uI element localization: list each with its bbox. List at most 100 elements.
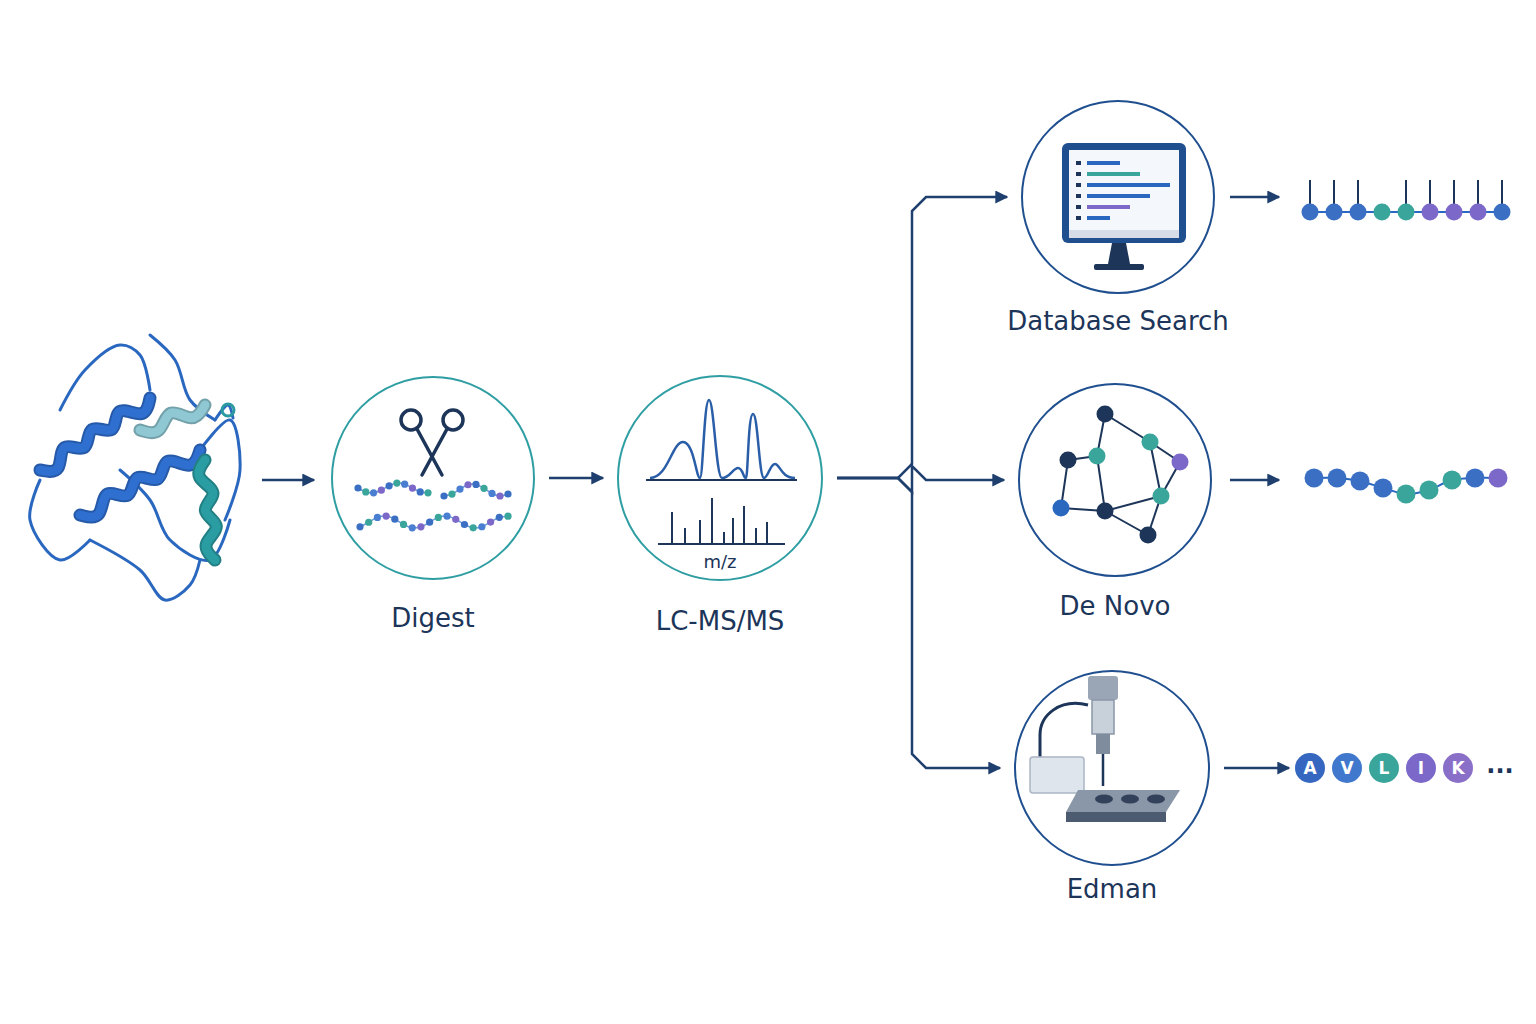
scissors-icon	[417, 429, 442, 475]
peptide-strands	[386, 482, 393, 489]
flow-connector	[1224, 767, 1289, 770]
peptide-strands	[383, 513, 390, 520]
method-circle: Digest	[331, 376, 535, 580]
protein-structure	[222, 404, 234, 416]
spectrum-icon	[732, 518, 734, 544]
peptide-strands	[400, 521, 407, 528]
spectrum-icon	[766, 522, 768, 544]
chromatogram-icon	[646, 479, 797, 481]
scissors-icon	[443, 410, 463, 430]
graph-icon	[1053, 500, 1070, 517]
peptide-strands	[456, 485, 463, 492]
spectrum-icon	[658, 498, 785, 544]
peptide-strands	[356, 523, 363, 530]
protein-structure	[40, 398, 150, 471]
sequencer-icon	[1066, 812, 1166, 822]
monitor-icon	[1069, 150, 1179, 230]
monitor-icon	[1069, 230, 1179, 238]
peptide-beads	[1405, 180, 1407, 204]
sequencer-icon	[1088, 676, 1118, 700]
continuation-mark: ...	[1486, 751, 1513, 779]
peptide-strands	[470, 524, 477, 531]
step-label: Database Search	[1007, 307, 1229, 337]
chromatogram-icon	[650, 400, 795, 478]
peptide-beads	[1326, 204, 1343, 221]
protein-structure	[60, 345, 150, 410]
peptide-beads	[1446, 204, 1463, 221]
residue-letter: A	[1303, 760, 1316, 777]
monitor-icon	[1076, 172, 1081, 176]
peptide-beads	[1333, 180, 1335, 204]
spectrum-icon	[711, 498, 713, 544]
peptide-strands	[354, 484, 361, 491]
protein-structure	[215, 405, 233, 420]
peptide-strands	[374, 514, 381, 521]
chromatogram-icon	[646, 400, 797, 480]
monitor-icon	[1076, 161, 1081, 165]
flow-arrow	[1230, 196, 1279, 199]
step-label: LC-MS/MS	[656, 607, 785, 637]
peptide-beads	[1494, 204, 1511, 221]
peptide-strands	[472, 481, 479, 488]
monitor-icon	[1076, 216, 1081, 220]
peptide-beads	[1489, 469, 1508, 488]
sequencer-icon	[1030, 676, 1180, 822]
protein-structure	[40, 398, 150, 471]
graph-icon	[1097, 406, 1114, 423]
sequencer-icon	[1030, 757, 1084, 793]
peptide-strands	[417, 488, 424, 495]
peptide-strands	[452, 516, 459, 523]
scissors-icon	[422, 429, 447, 475]
peptide-strands	[401, 481, 408, 488]
monitor-icon	[1076, 161, 1170, 220]
protein-structure	[140, 405, 205, 433]
peptide-beads	[1350, 204, 1367, 221]
peptide-strands	[478, 523, 485, 530]
peptide-beads	[1470, 204, 1487, 221]
peptide-strands	[440, 492, 447, 499]
flow-arrow	[1230, 479, 1279, 482]
peptide-strands	[354, 480, 511, 532]
scissors-icon	[401, 410, 421, 430]
step-label: Edman	[1067, 875, 1158, 905]
graph-icon	[1153, 488, 1170, 505]
peptide-strands	[362, 488, 369, 495]
peptide-strands	[496, 514, 503, 521]
sequencer-icon	[1040, 703, 1088, 758]
peptide-beads	[1420, 481, 1439, 500]
graph-icon	[1097, 503, 1114, 520]
peptide-strands	[504, 513, 511, 520]
protein-structure	[199, 460, 217, 560]
peptide-strands	[443, 513, 450, 520]
spectrum-icon	[723, 532, 725, 544]
peptide-beads	[1309, 180, 1311, 204]
monitor-icon	[1087, 194, 1150, 198]
step-label: Digest	[391, 604, 474, 634]
residue-letter: L	[1379, 760, 1390, 777]
monitor-icon	[1087, 216, 1110, 220]
residue-letter: V	[1340, 760, 1353, 777]
peptide-beads	[1397, 485, 1416, 504]
graph-icon	[1053, 406, 1189, 544]
residue-letter: K	[1451, 760, 1464, 777]
peptide-beads	[1374, 479, 1393, 498]
protein-structure	[30, 335, 240, 600]
monitor-icon	[1076, 183, 1081, 187]
peptide-strands	[496, 492, 503, 499]
peptide-strands	[464, 481, 471, 488]
peptide-strands	[360, 516, 508, 528]
step-label: De Novo	[1060, 592, 1171, 622]
graph-icon	[1060, 452, 1077, 469]
flow-connector	[837, 197, 1007, 478]
peptide-strands	[504, 490, 511, 497]
peptide-strands	[448, 490, 455, 497]
peptide-beads	[1302, 180, 1511, 221]
graph-icon	[1089, 448, 1106, 465]
peptide-strands	[393, 480, 400, 487]
residue-circle: K	[1443, 753, 1473, 783]
sequencer-icon	[1121, 795, 1139, 804]
monitor-icon	[1087, 205, 1130, 209]
axis-label: m/z	[703, 551, 736, 572]
peptide-beads	[1422, 204, 1439, 221]
